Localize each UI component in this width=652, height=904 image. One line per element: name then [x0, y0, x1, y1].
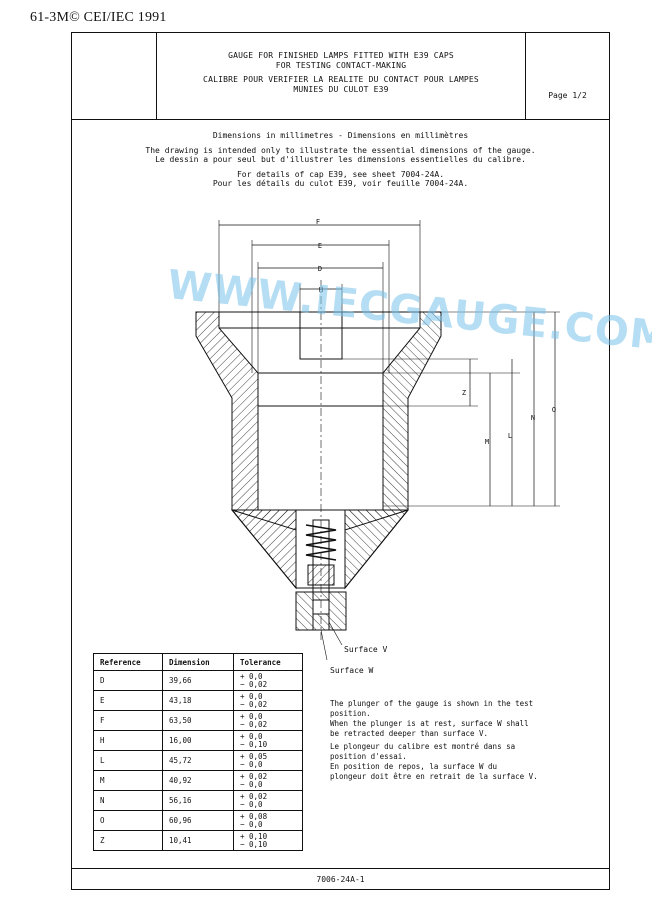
title-en-line-2: FOR TESTING CONTACT-MAKING [275, 61, 407, 70]
gauge-drawing: F E D H Z M L N O [195, 218, 560, 660]
document-code: 61-3M© CEI/IEC 1991 [30, 10, 167, 25]
tol-minus: − 0,02 [240, 699, 268, 709]
title-en-line-1: GAUGE FOR FINISHED LAMPS FITTED WITH E39… [228, 51, 454, 60]
cell-ref: O [93, 810, 163, 831]
cell-dim: 63,50 [162, 710, 234, 731]
cell-ref: N [93, 790, 163, 811]
tol-plus: + 0,0 [240, 711, 263, 721]
drawing-note-fr: Le dessin a pour seul but d'illustrer le… [155, 155, 526, 164]
sheet-frame [71, 32, 610, 890]
note-fr-line-3: En position de repos, la surface W du [330, 762, 498, 771]
note-en-line-1: The plunger of the gauge is shown in the… [330, 699, 534, 708]
surface-w-label: Surface W [330, 666, 374, 675]
tol-plus: + 0,05 [240, 751, 268, 761]
tol-plus: + 0,0 [240, 731, 263, 741]
page-number: Page 1/2 [548, 91, 587, 100]
tol-minus: − 0,02 [240, 679, 268, 689]
label-o: O [552, 406, 556, 414]
cell-tol: + 0,02− 0,0 [233, 770, 303, 791]
title-fr-line-2: MUNIES DU CULOT E39 [293, 85, 389, 94]
tol-plus: + 0,0 [240, 691, 263, 701]
tol-plus: + 0,08 [240, 811, 268, 821]
cell-tol: + 0,0− 0,02 [233, 710, 303, 731]
note-fr-line-1: Le plongeur du calibre est montré dans s… [330, 742, 516, 751]
cell-tol: + 0,0− 0,02 [233, 670, 303, 691]
tol-minus: − 0,10 [240, 739, 268, 749]
cell-tol: + 0,0− 0,02 [233, 690, 303, 711]
footer-divider [71, 868, 610, 869]
cell-tol: + 0,0− 0,10 [233, 730, 303, 751]
header-reference: Reference [93, 653, 163, 671]
cell-dim: 10,41 [162, 830, 234, 851]
note-en-line-2: position. [330, 709, 371, 718]
cell-tol: + 0,02− 0,0 [233, 790, 303, 811]
header-right-cell [525, 32, 610, 120]
cell-dim: 56,16 [162, 790, 234, 811]
tol-minus: − 0,0 [240, 759, 263, 769]
cell-ref: D [93, 670, 163, 691]
tol-plus: + 0,0 [240, 671, 263, 681]
header-dimension: Dimension [162, 653, 234, 671]
tol-plus: + 0,02 [240, 791, 268, 801]
header-left-cell [71, 32, 157, 120]
cell-ref: M [93, 770, 163, 791]
surface-v-label: Surface V [344, 645, 388, 654]
cell-ref: E [93, 690, 163, 711]
label-f: F [316, 218, 320, 226]
cell-tol: + 0,10− 0,10 [233, 830, 303, 851]
label-n: N [531, 414, 535, 422]
cell-dim: 39,66 [162, 670, 234, 691]
cap-note-fr: Pour les détails du culot E39, voir feui… [212, 179, 469, 188]
note-en-line-4: be retracted deeper than surface V. [330, 729, 489, 738]
cell-dim: 16,00 [162, 730, 234, 751]
tol-minus: − 0,0 [240, 819, 263, 829]
label-l: L [508, 432, 512, 440]
label-d: D [318, 265, 322, 273]
tol-plus: + 0,10 [240, 831, 268, 841]
cell-ref: H [93, 730, 163, 751]
label-h: H [319, 286, 323, 294]
table-header-row: Reference Dimension Tolerance [93, 653, 303, 671]
tol-minus: − 0,10 [240, 839, 268, 849]
title-fr-line-1: CALIBRE POUR VERIFIER LA REALITE DU CONT… [203, 75, 479, 84]
cell-dim: 43,18 [162, 690, 234, 711]
cell-dim: 60,96 [162, 810, 234, 831]
cell-tol: + 0,08− 0,0 [233, 810, 303, 831]
tol-minus: − 0,02 [240, 719, 268, 729]
cell-dim: 40,92 [162, 770, 234, 791]
cell-ref: L [93, 750, 163, 771]
label-m: M [485, 438, 489, 446]
tol-minus: − 0,0 [240, 779, 263, 789]
header-box [71, 32, 610, 120]
tol-minus: − 0,0 [240, 799, 263, 809]
cap-note-en: For details of cap E39, see sheet 7004-2… [236, 170, 445, 179]
cell-ref: Z [93, 830, 163, 851]
dimensions-note: Dimensions in millimetres - Dimensions e… [212, 131, 469, 140]
drawing-note-en: The drawing is intended only to illustra… [145, 146, 536, 155]
note-en-line-3: When the plunger is at rest, surface W s… [330, 719, 529, 728]
label-z: Z [462, 389, 466, 397]
cell-tol: + 0,05− 0,0 [233, 750, 303, 771]
header-tolerance: Tolerance [233, 653, 303, 671]
note-fr-line-4: plongeur doit être en retrait de la surf… [330, 772, 538, 781]
cell-dim: 45,72 [162, 750, 234, 771]
tol-plus: + 0,02 [240, 771, 268, 781]
sheet-number: 7006-24A-1 [316, 875, 365, 884]
cell-ref: F [93, 710, 163, 731]
label-e: E [318, 242, 322, 250]
note-fr-line-2: position d'essai. [330, 752, 407, 761]
